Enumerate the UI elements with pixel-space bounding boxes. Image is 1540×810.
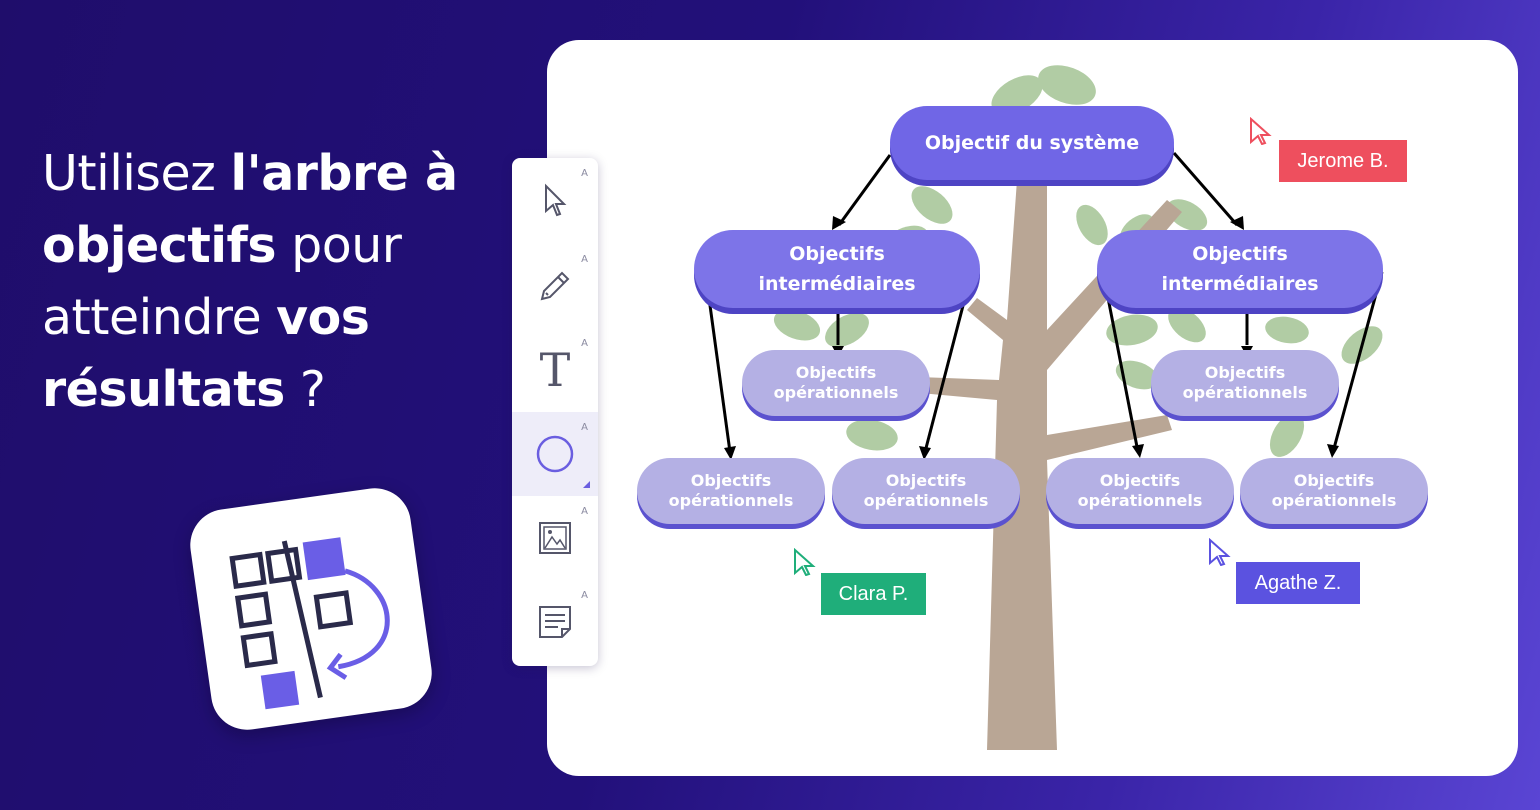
headline-emphasis: vos [276, 289, 370, 346]
pencil-icon [540, 271, 570, 301]
node-label: Objectifs [885, 471, 967, 490]
node-label: opérationnels [1271, 491, 1397, 510]
node-label: Objectifs [789, 243, 885, 265]
shortcut-key: A [581, 590, 588, 601]
root-objective-node[interactable]: Objectif du système [890, 106, 1174, 180]
node-label: opérationnels [863, 491, 989, 510]
text-tool-button[interactable]: A T [512, 328, 598, 412]
headline-text: pour [276, 217, 402, 274]
node-label: opérationnels [1182, 383, 1308, 402]
select-tool-button[interactable]: A [512, 158, 598, 244]
text-t-icon: T [539, 343, 571, 397]
shortcut-key: A [581, 422, 588, 433]
collaborator-name-tag: Agathe Z. [1236, 562, 1360, 604]
node-label: intermédiaires [758, 273, 916, 295]
shortcut-key: A [581, 254, 588, 265]
collaborator-name: Agathe Z. [1254, 571, 1342, 594]
submenu-indicator-icon [583, 481, 590, 488]
node-label: intermédiaires [1161, 273, 1319, 295]
node-label: opérationnels [668, 491, 794, 510]
node-label: Objectifs [1192, 243, 1288, 265]
collaborator-name: Jerome B. [1297, 149, 1389, 172]
headline-text: ? [284, 361, 326, 418]
node-label: Objectifs [1099, 471, 1181, 490]
pen-tool-button[interactable]: A [512, 244, 598, 328]
app-logo-icon [229, 537, 390, 710]
node-label: opérationnels [1077, 491, 1203, 510]
cursor-arrow-icon [545, 183, 567, 217]
circle-icon [536, 435, 574, 473]
node-label: Objectifs [795, 363, 877, 382]
image-tool-button[interactable]: A [512, 496, 598, 580]
headline: Utilisez l'arbre à objectifs pour attein… [42, 138, 512, 426]
node-label: Objectif du système [924, 132, 1140, 154]
node-label: Objectifs [690, 471, 772, 490]
tool-palette: A A A T A A A [512, 158, 598, 666]
collaborator-name: Clara P. [838, 582, 909, 605]
headline-emphasis: objectifs [42, 217, 277, 274]
node-label: Objectifs [1204, 363, 1286, 382]
shape-tool-button[interactable]: A [512, 412, 598, 496]
shortcut-key: A [581, 168, 588, 179]
app-logo [185, 483, 437, 735]
shortcut-key: A [581, 338, 588, 349]
headline-text: atteindre [42, 289, 277, 346]
collaborator-cursor-icon [794, 548, 816, 576]
headline-emphasis: l'arbre à [230, 145, 458, 202]
node-label: opérationnels [773, 383, 899, 402]
headline-emphasis: résultats [42, 361, 285, 418]
image-icon [539, 522, 571, 554]
headline-text: Utilisez [42, 145, 231, 202]
collaborator-cursor-icon [1250, 117, 1272, 145]
node-label: Objectifs [1293, 471, 1375, 490]
note-tool-button[interactable]: A [512, 580, 598, 664]
collaborator-cursor-icon [1209, 538, 1231, 566]
collaborator-name-tag: Clara P. [821, 573, 926, 615]
intermediate-objective-node-left[interactable]: Objectifs intermédiaires [694, 230, 980, 308]
shortcut-key: A [581, 506, 588, 517]
collaborator-name-tag: Jerome B. [1279, 140, 1407, 182]
sticky-note-icon [539, 606, 571, 638]
intermediate-objective-node-right[interactable]: Objectifs intermédiaires [1097, 230, 1383, 308]
